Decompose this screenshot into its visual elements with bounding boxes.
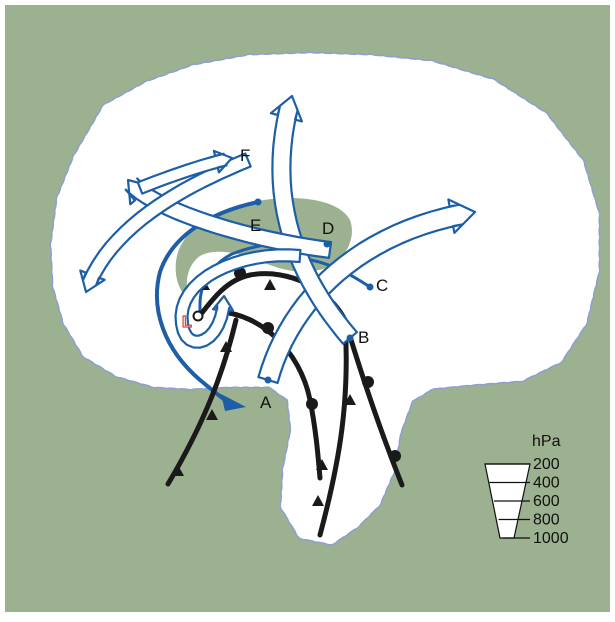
pressure-level-label: 400 bbox=[533, 475, 560, 492]
pressure-level-label: 800 bbox=[533, 512, 560, 529]
point-e-label: E bbox=[250, 216, 261, 235]
point-c-marker bbox=[367, 284, 374, 291]
warm-front-bump bbox=[306, 398, 318, 410]
warm-front-bump bbox=[262, 322, 274, 334]
warm-front-bump bbox=[362, 376, 374, 388]
pressure-level-label: 1000 bbox=[533, 530, 569, 547]
point-d-label: D bbox=[322, 219, 334, 238]
pressure-level-label: 600 bbox=[533, 493, 560, 510]
point-d-marker bbox=[324, 241, 331, 248]
pressure-unit-label: hPa bbox=[532, 433, 561, 450]
low-center-dot bbox=[194, 312, 203, 321]
point-e-marker bbox=[255, 199, 262, 206]
low-center-symbol: L bbox=[182, 314, 192, 331]
point-a-marker bbox=[265, 377, 272, 384]
point-b-label: B bbox=[358, 328, 369, 347]
point-c-label: C bbox=[376, 276, 388, 295]
warm-front-bump bbox=[389, 450, 401, 462]
point-f-label: F bbox=[240, 146, 250, 165]
pressure-level-label: 200 bbox=[533, 456, 560, 473]
point-a-label: A bbox=[260, 393, 272, 412]
point-b-marker bbox=[347, 335, 354, 342]
